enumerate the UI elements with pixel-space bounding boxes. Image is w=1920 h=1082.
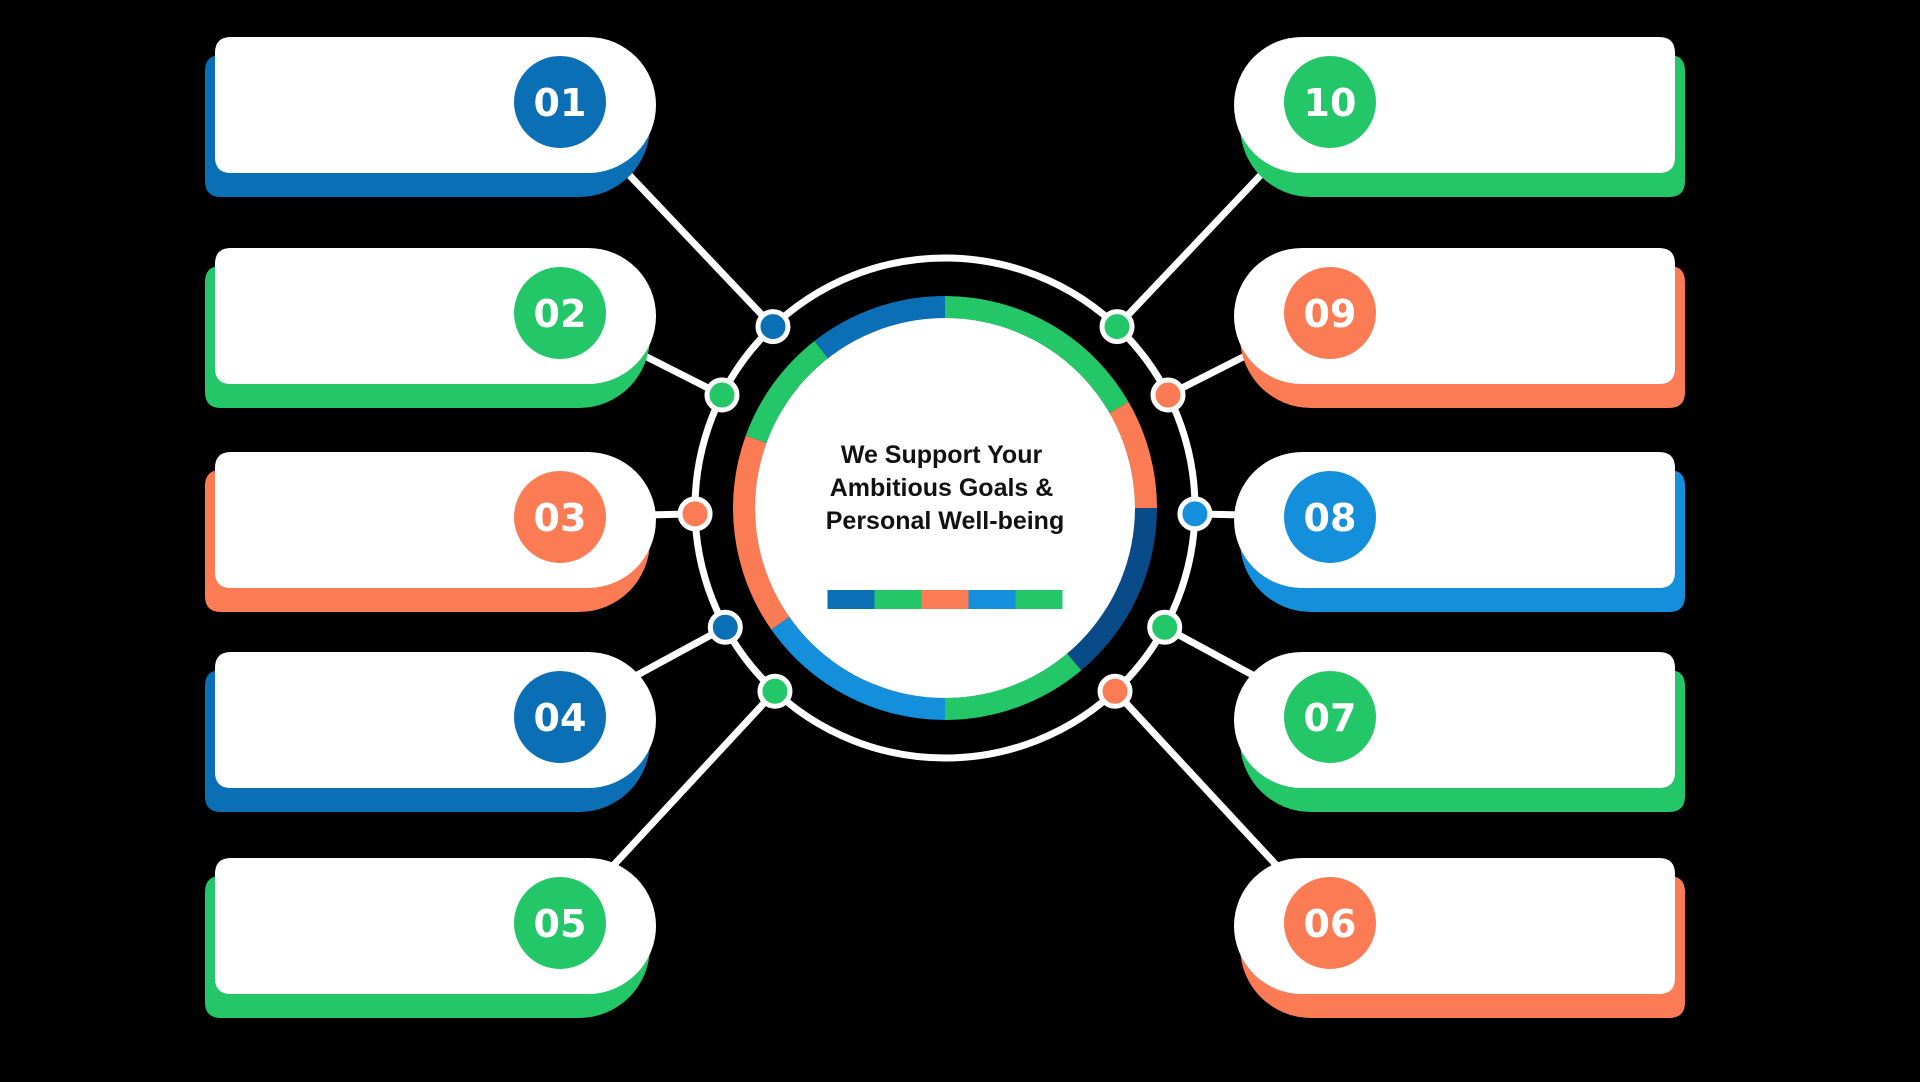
- item-number: 05: [534, 902, 587, 946]
- item-number: 04: [534, 696, 587, 740]
- color-stripe: [827, 590, 1063, 609]
- connector-dot: [757, 673, 793, 709]
- connector-dot: [755, 309, 791, 345]
- number-badge: [510, 263, 610, 363]
- connector-dot: [704, 377, 740, 413]
- connector-dot: [677, 496, 713, 532]
- color-ring: [733, 296, 1157, 720]
- stripe-segment: [827, 590, 875, 609]
- number-badge: [1280, 667, 1380, 767]
- item-number: 01: [534, 81, 587, 125]
- center-title-line-2: Ambitious Goals &: [830, 474, 1054, 502]
- item-number: 10: [1304, 81, 1357, 125]
- center-title-line-3: Personal Well-being: [826, 507, 1064, 535]
- item-card: 06: [1234, 858, 1685, 1018]
- item-card: 03: [205, 452, 656, 612]
- ring-segment: [814, 296, 945, 359]
- item-card: 04: [205, 652, 656, 812]
- connector-dot: [1177, 496, 1213, 532]
- center-title-line-1: We Support Your: [841, 441, 1043, 469]
- center-circle: We Support Your Ambitious Goals & Person…: [733, 296, 1157, 720]
- item-number: 07: [1304, 696, 1357, 740]
- number-badge: [1280, 263, 1380, 363]
- ring-segment: [771, 616, 945, 720]
- item-number: 08: [1304, 496, 1357, 540]
- item-card: 10: [1234, 37, 1685, 197]
- ring-segment: [1109, 402, 1157, 508]
- item-number: 06: [1304, 902, 1357, 946]
- item-card: 07: [1234, 652, 1685, 812]
- ring-segment: [1067, 508, 1157, 671]
- item-card: 08: [1234, 452, 1685, 612]
- number-badge: [1280, 873, 1380, 973]
- stripe-segment: [874, 590, 922, 609]
- item-card: 05: [205, 858, 656, 1018]
- ring-segment: [945, 653, 1082, 720]
- connector-dot: [1150, 377, 1186, 413]
- ring-segment: [745, 340, 829, 444]
- number-badge: [510, 52, 610, 152]
- item-number: 03: [534, 496, 587, 540]
- item-card: 09: [1234, 248, 1685, 408]
- connector-dots: [677, 309, 1213, 709]
- stripe-segment: [968, 590, 1016, 609]
- item-number: 02: [534, 292, 587, 336]
- number-badge: [1280, 52, 1380, 152]
- connector-dot: [1147, 609, 1183, 645]
- item-card: 02: [205, 248, 656, 408]
- connector-dot: [1097, 673, 1133, 709]
- connector-dot: [707, 609, 743, 645]
- ring-segment: [945, 296, 1129, 413]
- center-title: We Support Your Ambitious Goals & Person…: [826, 441, 1064, 535]
- number-badge: [510, 467, 610, 567]
- number-badge: [1280, 467, 1380, 567]
- item-card: 01: [205, 37, 656, 197]
- stripe-segment: [1015, 590, 1063, 609]
- ring-segment: [733, 435, 790, 630]
- item-cards: 01 02 03 04 05 06 07 08 09 10: [205, 37, 1685, 1018]
- stripe-segment: [921, 590, 969, 609]
- number-badge: [510, 667, 610, 767]
- connector-dot: [1099, 309, 1135, 345]
- item-number: 09: [1304, 292, 1357, 336]
- number-badge: [510, 873, 610, 973]
